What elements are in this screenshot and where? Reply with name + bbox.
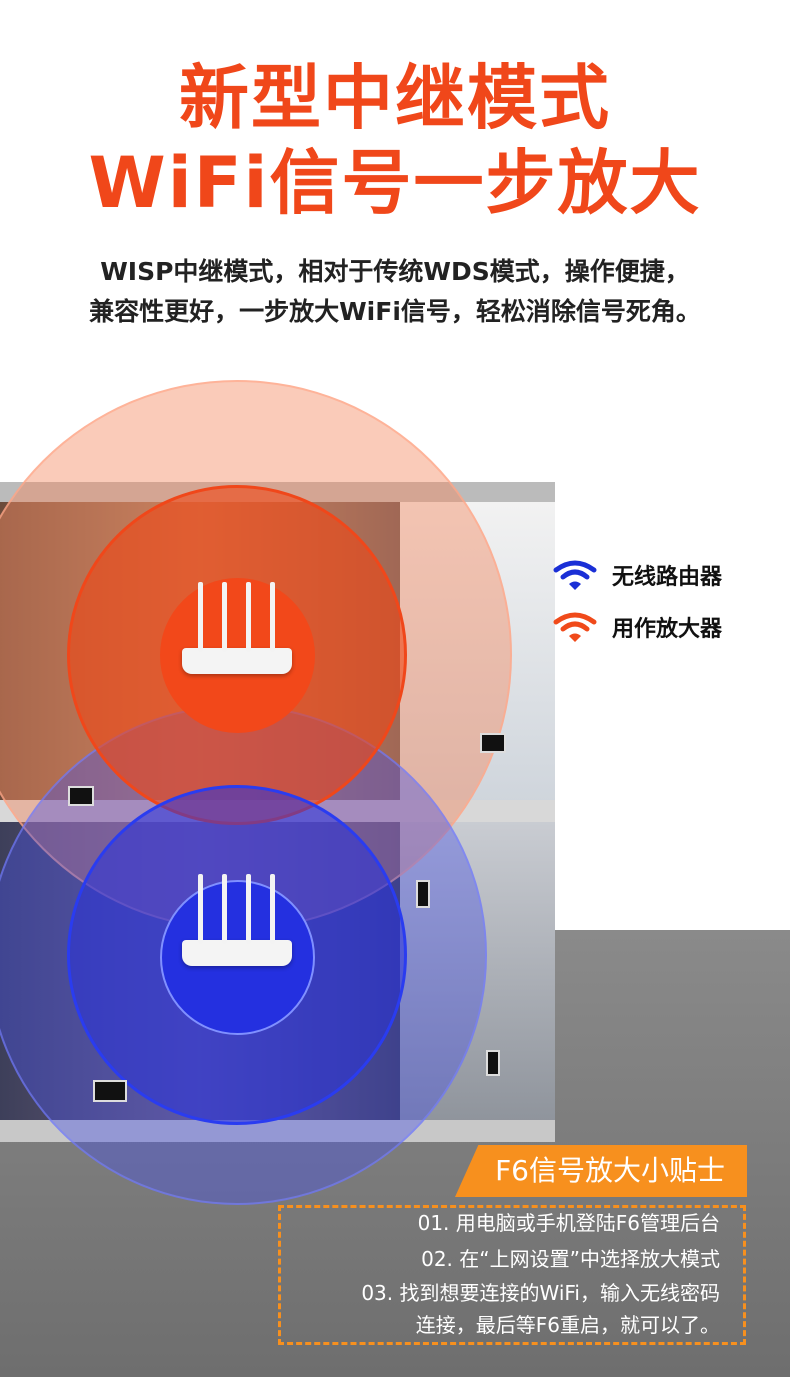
phone-icon (416, 880, 430, 908)
amplifier-router (182, 582, 292, 674)
tip-item: 01. 用电脑或手机登陆F6管理后台 (417, 1211, 720, 1235)
laptop-icon (93, 1080, 127, 1102)
legend-label: 用作放大器 (612, 617, 723, 642)
tip-item: 03. 找到想要连接的WiFi，输入无线密码 (361, 1281, 720, 1305)
tip-item: 02. 在“上网设置”中选择放大模式 (421, 1247, 720, 1271)
subtitle-line2: 兼容性更好，一步放大WiFi信号，轻松消除信号死角。 (89, 297, 701, 326)
subtitle-line1: WISP中继模式，相对于传统WDS模式，操作便捷， (100, 257, 690, 286)
headline-line1: 新型中继模式 (179, 57, 611, 139)
main-router (182, 874, 292, 966)
legend-label: 无线路由器 (612, 565, 723, 590)
legend-router: 无线路由器 (552, 558, 722, 592)
headline-line2: WiFi信号一步放大 (88, 142, 702, 224)
tips-box (278, 1205, 746, 1345)
legend-amplifier: 用作放大器 (552, 610, 722, 644)
laptop-icon (480, 733, 506, 753)
tips-title: F6信号放大小贴士 (455, 1145, 747, 1197)
wifi-icon (553, 612, 597, 642)
laptop-icon (68, 786, 94, 806)
wifi-icon (553, 560, 597, 590)
tip-item: 连接，最后等F6重启，就可以了。 (415, 1313, 720, 1337)
phone-icon (486, 1050, 500, 1076)
